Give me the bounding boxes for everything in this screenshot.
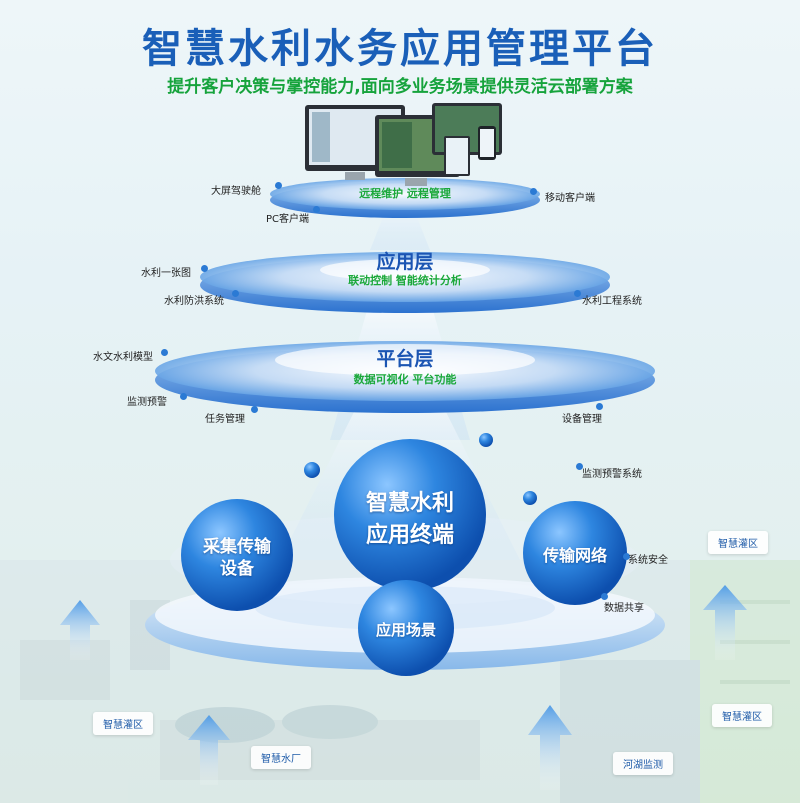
label-monitor-warning: 监测预警: [127, 397, 167, 408]
label-system-security: 系统安全: [628, 555, 668, 566]
tag-irrigation-right: 智慧灌区: [712, 704, 772, 727]
core-sphere-center: [334, 439, 486, 591]
label-water-map: 水利一张图: [141, 268, 191, 279]
label-dot: [201, 265, 208, 272]
label-flood-system: 水利防洪系统: [164, 296, 224, 307]
label-engineering-system: 水利工程系统: [582, 296, 642, 307]
core-left-line1: 采集传输: [203, 537, 271, 557]
core-center-line2: 应用终端: [365, 523, 454, 548]
core-center-text: 智慧水利 应用终端: [334, 488, 486, 552]
label-task-management: 任务管理: [205, 414, 245, 425]
label-dot: [180, 393, 187, 400]
label-hydro-model: 水文水利模型: [93, 352, 153, 363]
label-dot: [232, 290, 239, 297]
bubble: [304, 462, 320, 478]
app-tier-subtitle: 联动控制 智能统计分析: [348, 274, 462, 287]
upward-arrows: [60, 585, 747, 790]
label-dot: [530, 188, 537, 195]
core-bottom-text: 应用场景: [375, 621, 436, 639]
label-monitor-system: 监测预警系统: [582, 469, 642, 480]
label-dot: [576, 463, 583, 470]
label-mobile-client: 移动客户端: [545, 193, 595, 204]
label-dot: [596, 403, 603, 410]
core-left-line2: 设备: [220, 559, 254, 579]
top-tier-disc: [270, 178, 540, 218]
bubble: [523, 491, 537, 505]
page-title: 智慧水利水务应用管理平台: [142, 26, 658, 72]
platform-tier-disc: [155, 341, 655, 413]
label-dot: [275, 182, 282, 189]
platform-tier-subtitle: 数据可视化 平台功能: [353, 373, 457, 386]
top-tier-caption: 远程维护 远程管理: [359, 187, 451, 200]
label-dot: [601, 593, 608, 600]
core-sphere-right: [523, 501, 627, 605]
label-big-screen: 大屏驾驶舱: [211, 186, 261, 197]
label-device-management: 设备管理: [562, 414, 602, 425]
label-dot: [313, 206, 320, 213]
core-sphere-bottom: [358, 580, 454, 676]
label-pc-client: PC客户端: [266, 214, 310, 225]
tag-irrigation-left: 智慧灌区: [93, 712, 153, 735]
label-dot: [574, 290, 581, 297]
label-dot: [623, 553, 630, 560]
label-data-sharing: 数据共享: [604, 603, 644, 614]
tag-irrigation-right-top: 智慧灌区: [708, 531, 768, 554]
label-dot: [161, 349, 168, 356]
core-sphere-left: [181, 499, 293, 611]
core-right-text: 传输网络: [542, 546, 607, 565]
page-subtitle: 提升客户决策与掌控能力,面向多业务场景提供灵活云部署方案: [167, 77, 633, 97]
platform-tier-title: 平台层: [376, 348, 434, 370]
app-tier-disc: [200, 252, 610, 313]
tag-water-plant: 智慧水厂: [251, 746, 311, 769]
core-center-line1: 智慧水利: [365, 491, 454, 516]
bubble: [479, 433, 493, 447]
app-tier-title: 应用层: [376, 251, 434, 273]
tag-river-monitoring: 河湖监测: [613, 752, 673, 775]
core-left-text: 采集传输 设备: [187, 536, 287, 580]
device-monitors: [305, 103, 502, 186]
label-dot: [251, 406, 258, 413]
